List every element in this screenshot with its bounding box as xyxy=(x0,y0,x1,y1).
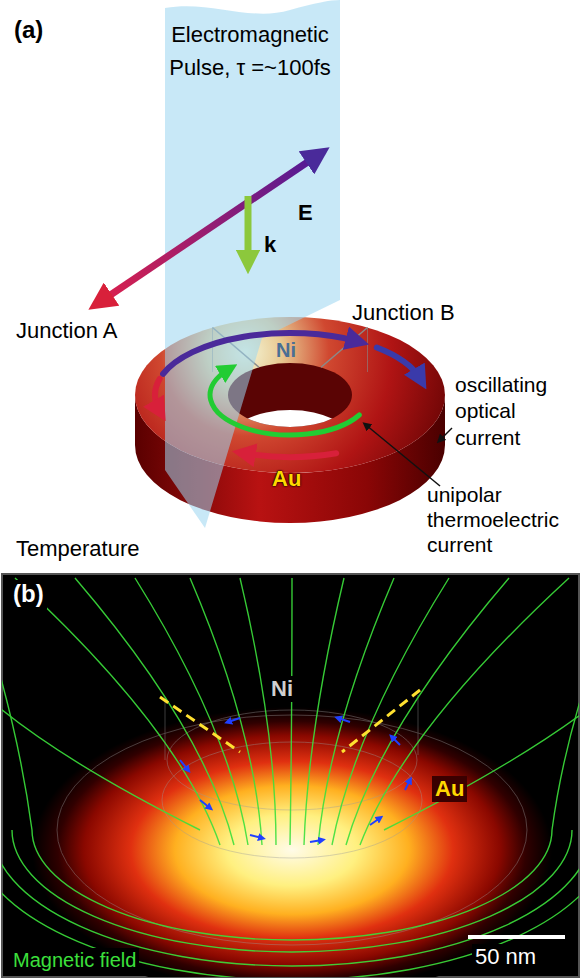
junction-label: Junction A xyxy=(16,318,118,344)
e-field-arrow xyxy=(100,155,318,302)
material-label: Ni xyxy=(276,338,296,362)
material-label: Au xyxy=(432,776,467,802)
panel-label: (b) xyxy=(10,580,47,609)
thermal-map-panel xyxy=(0,574,581,979)
callout-label: oscillating optical current xyxy=(455,372,577,451)
quantity-label: Temperature xyxy=(16,536,140,562)
material-label: Ni xyxy=(268,676,296,702)
junction-label: Junction B xyxy=(352,300,455,326)
material-label: Au xyxy=(272,466,301,492)
current-arrows xyxy=(155,333,420,457)
callout-label: unipolar thermoelectric current xyxy=(427,482,577,558)
leader-line xyxy=(440,428,452,440)
current-direction-arrows xyxy=(180,718,410,842)
scale-label: 50 nm xyxy=(472,944,539,970)
pulse-label: Electromagnetic Pulse, τ =~100fs xyxy=(150,18,350,84)
field-symbol: E xyxy=(298,200,313,226)
scale-bar xyxy=(468,935,565,939)
magnetic-field-lines xyxy=(2,578,579,977)
k-vector-arrow xyxy=(245,196,252,262)
leader-line xyxy=(366,425,440,486)
panel-label: (a) xyxy=(14,16,43,45)
legend-label: Magnetic field xyxy=(10,948,139,972)
wavevector-symbol: k xyxy=(264,232,276,258)
